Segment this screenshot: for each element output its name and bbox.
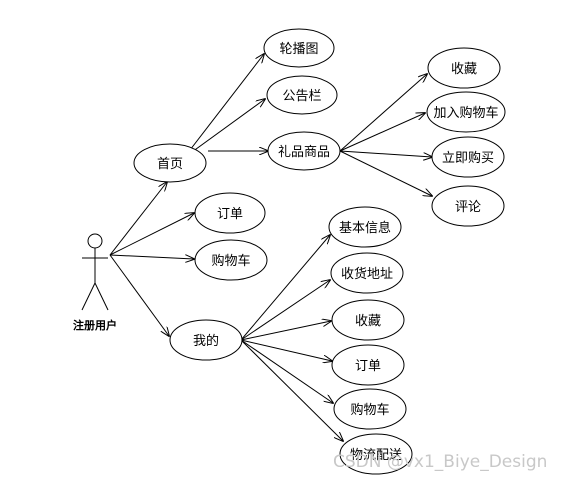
edge-mine-order — [240, 339, 332, 361]
node-mine-order-label: 订单 — [355, 359, 381, 374]
edge-home-carousel — [189, 54, 264, 151]
node-mine: 我的 — [169, 319, 243, 361]
node-cart-label: 购物车 — [211, 253, 250, 269]
node-mine-info: 基本信息 — [328, 206, 402, 248]
node-notice-label: 公告栏 — [282, 89, 321, 104]
watermark-text: CSDN @vx1_Biye_Design — [333, 452, 548, 472]
node-home: 首页 — [133, 143, 207, 183]
node-gifts-fav-label: 收藏 — [451, 62, 477, 77]
edge-gifts-comment — [339, 150, 432, 196]
edge-actor-cart — [109, 254, 194, 259]
edge-gifts-fav — [339, 74, 427, 152]
node-mine-address: 收货地址 — [330, 252, 404, 294]
node-mine-fav: 收藏 — [331, 299, 405, 341]
node-cart: 购物车 — [194, 239, 268, 281]
node-mine-delivery: 物流配送 — [339, 433, 413, 475]
edge-mine-info — [240, 235, 330, 341]
edge-gifts-buy — [339, 150, 432, 157]
edge-mine-delivery — [240, 339, 343, 441]
node-gifts-fav: 收藏 — [427, 47, 501, 89]
node-gifts: 礼品商品 — [267, 131, 341, 171]
node-mine-order: 订单 — [331, 344, 405, 386]
node-gifts-buy: 立即购买 — [431, 136, 505, 178]
node-gifts-buy-label: 立即购买 — [442, 150, 494, 166]
node-mine-info-label: 基本信息 — [339, 220, 391, 236]
node-gifts-cart: 加入购物车 — [426, 91, 506, 133]
node-gifts-comment: 评论 — [431, 185, 505, 227]
nodes: 首页 轮播图 公告栏 礼品商品 收藏 加入购物车 立即购买 评论 — [133, 28, 506, 475]
node-mine-address-label: 收货地址 — [341, 266, 393, 282]
edge-gifts-cart — [339, 113, 425, 152]
edges — [109, 54, 432, 441]
node-order: 订单 — [194, 192, 266, 234]
edge-actor-home — [109, 182, 167, 256]
node-home-label: 首页 — [157, 157, 183, 172]
node-gifts-label: 礼品商品 — [278, 144, 330, 160]
node-order-label: 订单 — [217, 207, 243, 222]
actor-icon — [81, 233, 109, 311]
edge-home-notice — [191, 99, 265, 153]
node-gifts-comment-label: 评论 — [455, 200, 481, 215]
edge-mine-address — [240, 280, 330, 341]
node-mine-cart: 购物车 — [333, 388, 407, 430]
node-notice: 公告栏 — [266, 75, 338, 115]
node-carousel: 轮播图 — [263, 28, 335, 68]
edge-mine-cart — [240, 339, 333, 403]
node-mine-label: 我的 — [193, 333, 219, 349]
edge-actor-order — [109, 213, 194, 256]
node-mine-cart-label: 购物车 — [350, 402, 389, 418]
node-mine-fav-label: 收藏 — [355, 314, 381, 329]
actor-label: 注册用户 — [73, 318, 117, 332]
node-carousel-label: 轮播图 — [279, 42, 318, 57]
edge-mine-fav — [240, 321, 331, 341]
edge-actor-mine — [109, 254, 169, 336]
node-mine-delivery-label: 物流配送 — [350, 448, 402, 463]
node-gifts-cart-label: 加入购物车 — [433, 105, 498, 121]
